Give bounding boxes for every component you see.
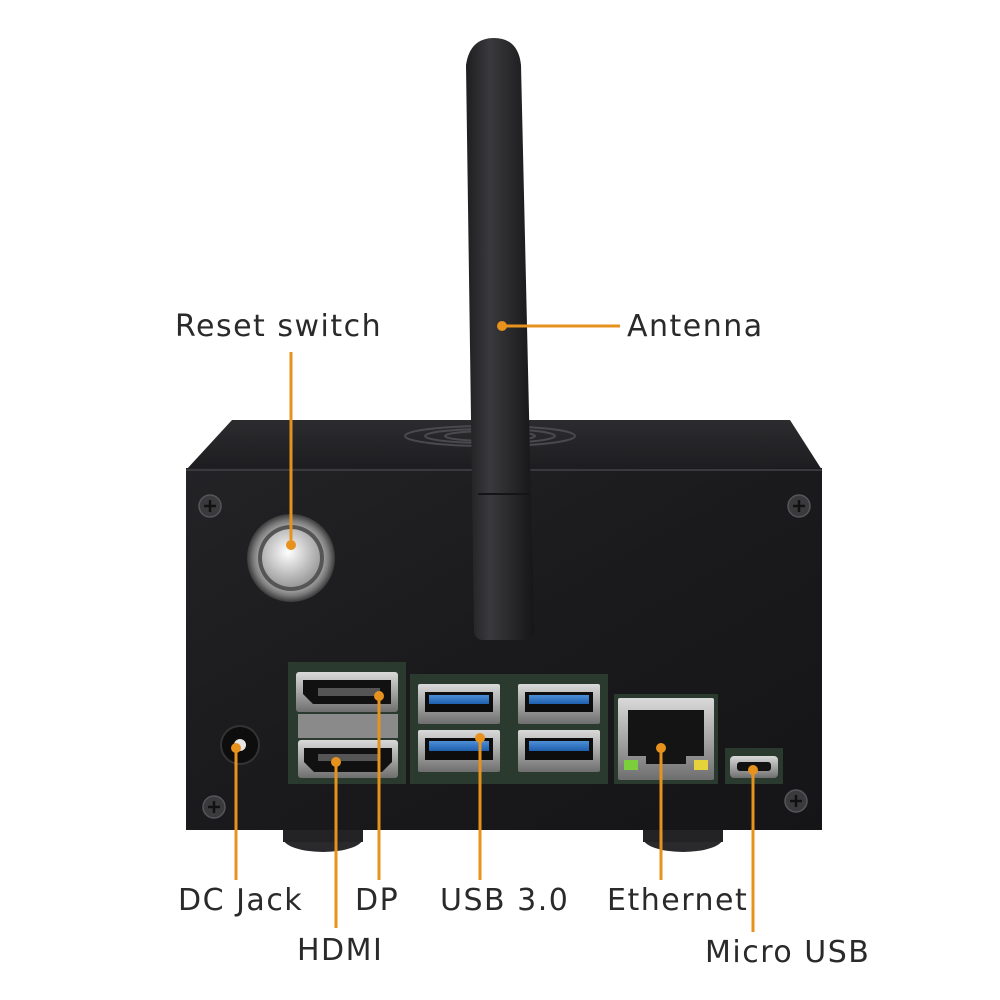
label-usb3: USB 3.0 xyxy=(440,883,570,918)
reset-button xyxy=(247,514,335,602)
label-dp: DP xyxy=(355,883,400,918)
label-hdmi: HDMI xyxy=(297,933,384,968)
usb3-ports xyxy=(418,684,600,772)
screw-bottom-right xyxy=(784,789,808,813)
usb-port-2 xyxy=(418,730,500,772)
usb-port-1 xyxy=(418,684,500,724)
leader-micro-usb xyxy=(748,765,758,932)
leader-usb3 xyxy=(475,733,485,880)
io-panel xyxy=(288,662,783,784)
label-reset-switch: Reset switch xyxy=(175,309,383,344)
screw-top-left xyxy=(198,494,222,518)
screws xyxy=(198,494,811,819)
label-ethernet: Ethernet xyxy=(607,883,749,918)
leader-hdmi xyxy=(331,757,341,928)
screw-top-right xyxy=(787,494,811,518)
screw-bottom-left xyxy=(202,795,226,819)
ethernet-port xyxy=(618,698,714,780)
hdmi-port xyxy=(298,740,398,778)
leader-lines xyxy=(231,321,758,932)
dp-port xyxy=(296,672,398,712)
leader-dp xyxy=(374,691,384,880)
leader-antenna xyxy=(497,321,620,331)
usb-port-3 xyxy=(518,684,600,724)
usb-port-4 xyxy=(518,730,600,772)
leader-ethernet xyxy=(656,743,666,880)
antenna xyxy=(466,38,534,640)
leader-dc-jack xyxy=(231,743,241,880)
label-antenna: Antenna xyxy=(627,309,764,344)
label-micro-usb: Micro USB xyxy=(705,935,871,970)
leader-reset xyxy=(286,352,296,550)
label-dc-jack: DC Jack xyxy=(178,883,304,918)
